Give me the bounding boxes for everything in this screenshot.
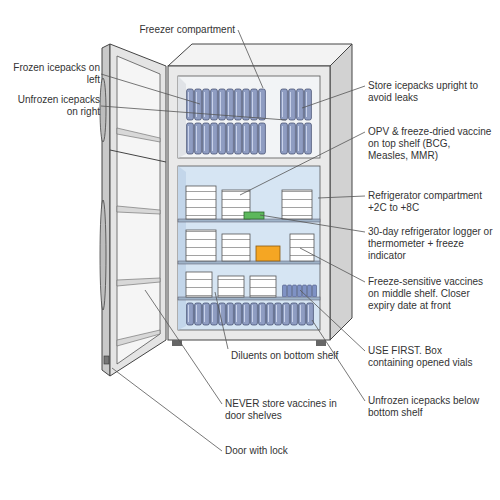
callout-label: OPV & freeze-dried vaccine on top shelf … xyxy=(368,126,493,162)
callout-label: Door with lock xyxy=(225,445,355,457)
callout-label: Unfrozen icepacks on right xyxy=(8,94,100,118)
callout-label: Freezer compartment xyxy=(130,24,235,36)
use-first-box xyxy=(256,246,280,261)
leader-lines xyxy=(101,30,365,451)
callout-label: 30-day refrigerator logger or thermomete… xyxy=(368,226,493,262)
callout-label: Refrigerator compartment +2C to +8C xyxy=(368,190,493,214)
shelf xyxy=(178,261,320,264)
cabinet xyxy=(168,44,352,346)
callout-label: NEVER store vaccines in door shelves xyxy=(225,398,355,422)
callout-label: USE FIRST. Box containing opened vials xyxy=(368,345,488,369)
callout-label: Freeze-sensitive vaccines on middle shel… xyxy=(368,276,493,312)
callout-label: Store icepacks upright to avoid leaks xyxy=(368,80,493,104)
vaccine-boxes xyxy=(186,186,314,297)
vials xyxy=(282,284,317,297)
bottom-icepacks xyxy=(186,302,314,326)
door xyxy=(100,44,166,376)
callout-label: Unfrozen icepacks below bottom shelf xyxy=(368,395,488,419)
frozen-icepacks xyxy=(186,88,266,156)
callout-label: Diluents on bottom shelf xyxy=(231,350,361,362)
callout-label: Frozen icepacks on left xyxy=(8,62,100,86)
shelf xyxy=(178,297,320,300)
unfrozen-icepacks xyxy=(280,88,312,156)
